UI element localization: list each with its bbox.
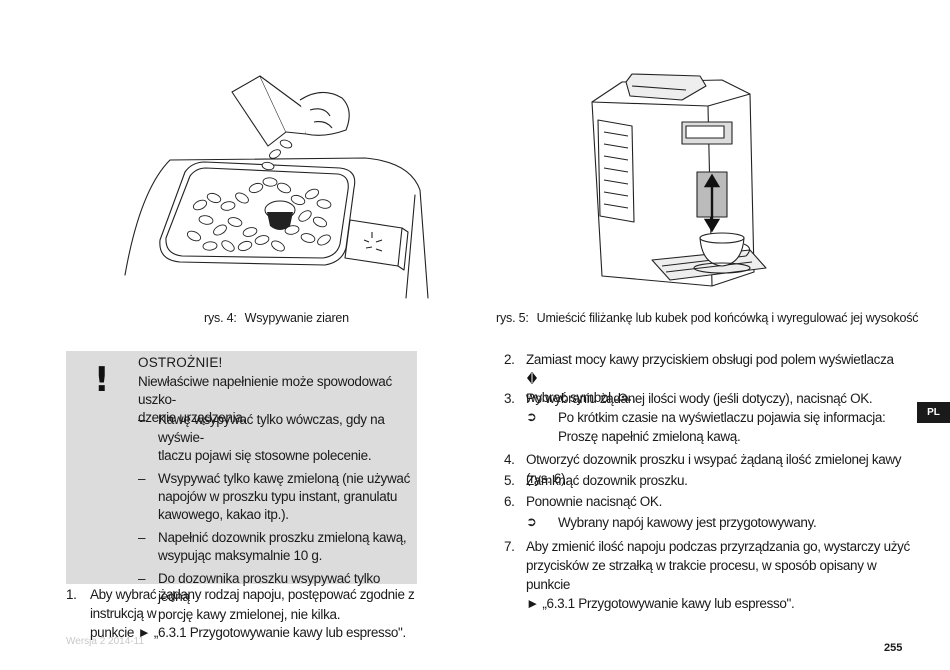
- dash: –: [138, 471, 146, 486]
- step-text: wybrać symbol: [526, 390, 611, 405]
- caution-item: – Napełnić dozownik proszku zmieloną kaw…: [138, 529, 413, 565]
- step-5: 5. Zamknąć dozownik proszku.: [504, 471, 904, 490]
- powder-coffee-symbol-icon: [615, 393, 632, 401]
- step-2: 2. Zamiast mocy kawy przyciskiem obsługi…: [504, 350, 904, 407]
- step-text-line: wybrać symbol .: [526, 388, 904, 407]
- step-text: Po wybraniu żądanej ilości wody (jeśli d…: [526, 391, 873, 406]
- caution-item: – Wsypywać tylko kawę zmieloną (nie używ…: [138, 470, 413, 524]
- language-tab: PL: [917, 402, 950, 423]
- caution-intro-line: dzenie urządzenia.: [138, 410, 246, 425]
- version-footer: Wersja 2 2014-11: [66, 636, 145, 647]
- dash: –: [138, 530, 146, 545]
- display-button-icon: [527, 372, 537, 384]
- step-text: przycisków ze strzałką w trakcie procesu…: [526, 558, 877, 592]
- caution-item-line: kawowego, kakao itp.).: [158, 507, 289, 522]
- figure-5-number: rys. 5:: [496, 311, 529, 325]
- step-number: 6.: [504, 494, 515, 509]
- caution-item-line: Wsypywać tylko kawę zmieloną (nie używać: [158, 471, 411, 486]
- step-number: 7.: [504, 539, 515, 554]
- result-text: Proszę napełnić zmieloną kawą.: [558, 429, 741, 444]
- result-text: Wybrany napój kawowy jest przygotowywany…: [558, 515, 817, 530]
- caution-item-line: porcję kawy zmielonej, nie kilka.: [158, 607, 341, 622]
- step-text-line: Zamiast mocy kawy przyciskiem obsługi po…: [526, 350, 904, 388]
- result-3: ➲ Po krótkim czasie na wyświetlaczu poja…: [526, 408, 906, 446]
- result-arrow-icon: ➲: [526, 410, 537, 425]
- caution-intro: Niewłaściwe napełnienie może spowodować …: [138, 373, 413, 427]
- caution-intro-line: Niewłaściwe napełnienie może spowodować …: [138, 374, 392, 407]
- caution-item-line: napojów w proszku typu instant, granulat…: [158, 489, 398, 504]
- step-number: 3.: [504, 391, 515, 406]
- step-6: 6. Ponownie nacisnąć OK.: [504, 492, 904, 511]
- caution-list: – Kawę wsypywać tylko wówczas, gdy na wy…: [138, 411, 413, 629]
- step-number: 5.: [504, 473, 515, 488]
- figure-4-caption: rys. 4: Wsypywanie ziaren: [204, 311, 349, 325]
- figure-5-caption: rys. 5: Umieścić filiżankę lub kubek pod …: [496, 311, 919, 325]
- step-text: Aby wybrać żądany rodzaj napoju, postępo…: [90, 587, 415, 621]
- step-text: Otworzyć dozownik proszku i wsypać żądan…: [526, 452, 902, 486]
- result-text: Po krótkim czasie na wyświetlaczu pojawi…: [558, 410, 886, 425]
- figure-5-illustration: [591, 73, 767, 287]
- caution-item-line: Napełnić dozownik proszku zmieloną kawą,: [158, 530, 407, 545]
- step-text: Ponownie nacisnąć OK.: [526, 494, 662, 509]
- step-text: Aby zmienić ilość napoju podczas przyrzą…: [526, 539, 910, 554]
- step-3: 3. Po wybraniu żądanej ilości wody (jeśl…: [504, 389, 904, 408]
- caution-item-line: Kawę wsypywać tylko wówczas, gdy na wyśw…: [158, 412, 385, 445]
- step-text: .: [632, 390, 636, 405]
- dash: –: [138, 412, 146, 427]
- step-number: 1.: [66, 587, 77, 602]
- page-number: 255: [884, 642, 903, 654]
- step-text: Zamknąć dozownik proszku.: [526, 473, 688, 488]
- result-arrow-icon: ➲: [526, 515, 537, 530]
- caution-item: – Do dozownika proszku wsypywać tylko je…: [138, 570, 413, 624]
- step-7: 7. Aby zmienić ilość napoju podczas przy…: [504, 537, 914, 613]
- figure-4-caption-text: Wsypywanie ziaren: [244, 311, 349, 325]
- figure-4-illustration: [124, 75, 429, 299]
- figure-5-caption-text: Umieścić filiżankę lub kubek pod końcówk…: [536, 311, 919, 325]
- caution-box: ! OSTROŻNIE! Niewłaściwe napełnienie moż…: [66, 351, 417, 622]
- result-6: ➲ Wybrany napój kawowy jest przygotowywa…: [526, 513, 906, 532]
- caution-item-line: tlaczu pojawi się stosowne polecenie.: [158, 448, 372, 463]
- dash: –: [138, 571, 146, 586]
- exclamation-icon: !: [94, 360, 110, 400]
- step-number: 2.: [504, 352, 515, 367]
- caution-title: OSTROŻNIE!: [138, 355, 223, 370]
- step-text: Zamiast mocy kawy przyciskiem obsługi po…: [526, 352, 894, 367]
- step-text: punkcie ► „6.3.1 Przygotowywanie kawy lu…: [90, 625, 406, 640]
- step-text: ► „6.3.1 Przygotowywanie kawy lub espres…: [526, 596, 795, 611]
- step-number: 4.: [504, 452, 515, 467]
- caution-item-line: wsypując maksymalnie 10 g.: [158, 548, 323, 563]
- caution-item-line: Do dozownika proszku wsypywać tylko jedn…: [158, 571, 381, 604]
- step-4: 4. Otworzyć dozownik proszku i wsypać żą…: [504, 450, 914, 488]
- caution-item: – Kawę wsypywać tylko wówczas, gdy na wy…: [138, 411, 413, 465]
- step-1: 1. Aby wybrać żądany rodzaj napoju, post…: [66, 585, 466, 642]
- figure-4-number: rys. 4:: [204, 311, 237, 325]
